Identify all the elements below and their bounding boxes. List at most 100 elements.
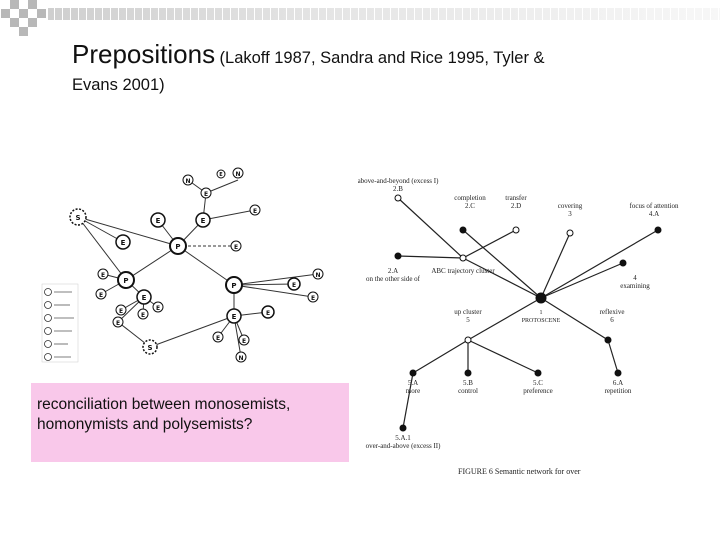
- svg-text:P: P: [231, 282, 236, 290]
- network-node-label: above-and-beyond (excess I)2.B: [358, 178, 439, 193]
- svg-text:E: E: [201, 217, 206, 225]
- network-node-dot: [566, 229, 574, 237]
- svg-text:E: E: [101, 272, 105, 279]
- svg-text:E: E: [253, 208, 257, 215]
- network-node-dot: [614, 369, 622, 377]
- network-node-dot: [535, 292, 547, 304]
- prototype-network-diagram: S E E E E N E N E P E P P E E E E E E E …: [41, 167, 324, 363]
- svg-text:E: E: [219, 172, 223, 178]
- network-edge: [402, 372, 414, 429]
- network-node-dot: [459, 226, 467, 234]
- network-node-abc: ABC trajectory cluster: [431, 254, 495, 275]
- svg-text:N: N: [315, 272, 320, 279]
- slide-title: Prepositions (Lakoff 1987, Sandra and Ri…: [72, 38, 692, 95]
- network-edge: [607, 339, 619, 374]
- question-callout: reconciliation between monosemists, homo…: [31, 383, 349, 462]
- network-edge: [467, 297, 542, 341]
- network-edge: [412, 339, 469, 374]
- network-edge: [540, 297, 609, 341]
- header-gradient-bar: [48, 8, 720, 20]
- svg-text:P: P: [123, 277, 128, 285]
- network-node-dot: [604, 336, 612, 344]
- network-node-dot: [464, 336, 472, 344]
- network-edge: [462, 257, 542, 299]
- network-edge: [397, 255, 464, 259]
- network-edge: [462, 229, 542, 299]
- network-node-dot: [394, 194, 402, 202]
- svg-text:N: N: [238, 355, 243, 362]
- svg-text:E: E: [234, 244, 238, 251]
- svg-text:E: E: [311, 295, 315, 302]
- network-node-dot: [399, 424, 407, 432]
- title-citation: (Lakoff 1987, Sandra and Rice 1995, Tyle…: [219, 49, 545, 67]
- svg-text:E: E: [121, 239, 126, 247]
- svg-text:E: E: [141, 312, 145, 319]
- svg-text:S: S: [147, 344, 152, 352]
- svg-text:N: N: [235, 171, 240, 178]
- svg-text:E: E: [119, 308, 123, 315]
- svg-text:S: S: [75, 214, 80, 222]
- network-node-dot: [464, 369, 472, 377]
- network-edge: [540, 229, 659, 299]
- network-edge: [540, 232, 571, 299]
- network-node-dot: [619, 259, 627, 267]
- svg-text:E: E: [216, 335, 220, 342]
- svg-text:E: E: [156, 305, 160, 312]
- network-edge: [467, 339, 539, 374]
- network-node-dot: [409, 369, 417, 377]
- svg-text:E: E: [142, 294, 147, 302]
- callout-text: reconciliation between monosemists, homo…: [37, 396, 291, 434]
- svg-text:E: E: [242, 338, 246, 345]
- network-node-dot: [394, 252, 402, 260]
- network-node-dot: [534, 369, 542, 377]
- svg-text:E: E: [99, 292, 103, 299]
- figure-caption: FIGURE 6 Semantic network for over: [458, 467, 581, 476]
- network-node-label: ABC trajectory cluster: [431, 267, 495, 275]
- svg-text:E: E: [116, 320, 120, 327]
- network-node-2-b: above-and-beyond (excess I)2.B: [358, 178, 439, 202]
- svg-text:P: P: [175, 243, 180, 251]
- svg-text:E: E: [156, 217, 161, 225]
- svg-text:E: E: [266, 310, 270, 317]
- title-citation-line2: Evans 2001): [72, 75, 165, 94]
- network-node-dot: [654, 226, 662, 234]
- svg-text:E: E: [204, 191, 208, 198]
- network-node-dot: [459, 254, 467, 262]
- svg-text:E: E: [232, 313, 237, 321]
- network-node-dot: [512, 226, 520, 234]
- network-edge: [462, 229, 517, 259]
- network-edge: [540, 262, 624, 299]
- svg-text:E: E: [292, 282, 296, 289]
- title-main: Prepositions: [72, 39, 216, 69]
- network-edge: [397, 197, 464, 259]
- diagram-legend: [41, 283, 79, 363]
- svg-text:N: N: [185, 178, 190, 185]
